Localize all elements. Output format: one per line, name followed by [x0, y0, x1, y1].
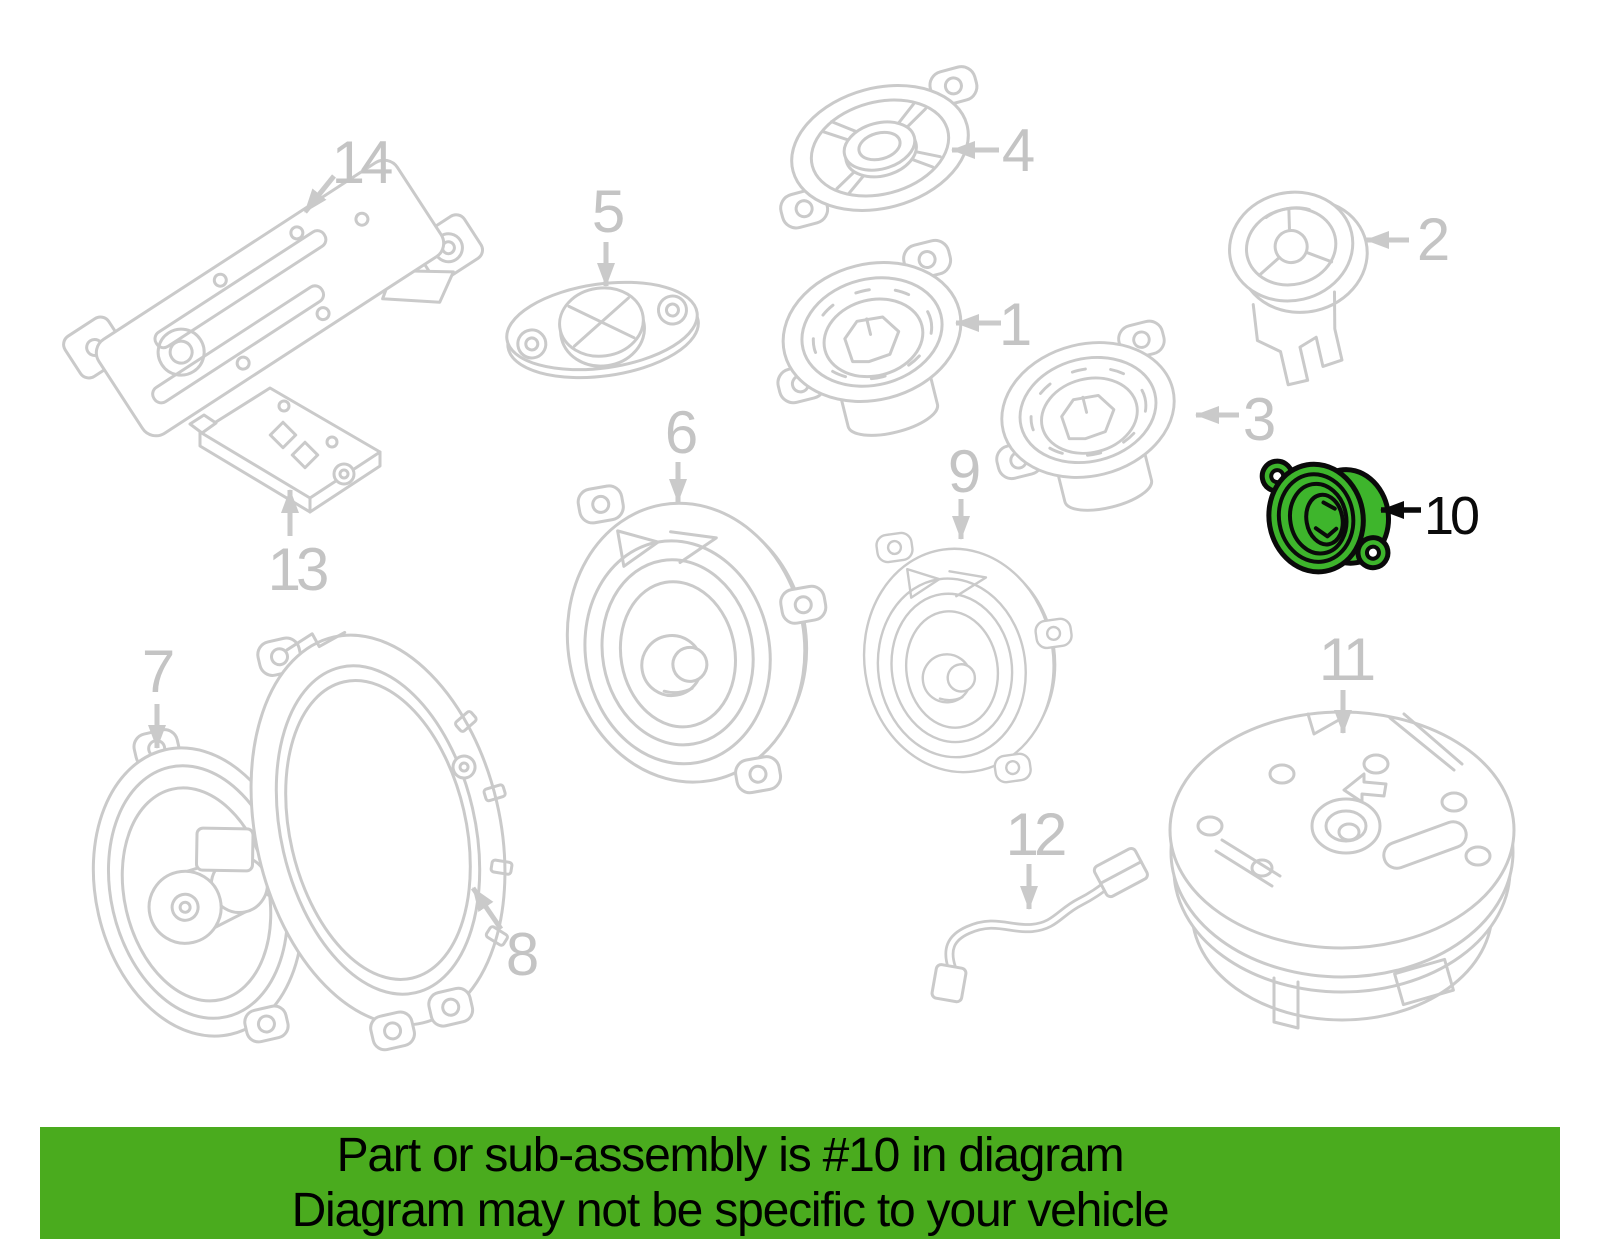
- part-14-arrow: [303, 174, 336, 214]
- part-14-amplifier-bracket: [62, 158, 485, 438]
- part-8-speaker-bracket: [249, 630, 514, 1052]
- part-label-5: 5: [592, 178, 623, 245]
- part-label-4: 4: [1002, 117, 1034, 184]
- part-label-2: 2: [1417, 206, 1448, 273]
- part-label-9: 9: [948, 438, 979, 505]
- part-2-tweeter: [1228, 190, 1369, 387]
- highlight-banner: Part or sub-assembly is #10 in diagram D…: [40, 1127, 1560, 1239]
- part-7-rear-speaker: [91, 728, 306, 1044]
- part-label-6: 6: [665, 399, 696, 466]
- part-4-speaker-grille: [779, 65, 979, 230]
- part-label-13: 13: [268, 536, 327, 603]
- part-label-10-highlighted: 10: [1424, 486, 1478, 546]
- banner-line-2: Diagram may not be specific to your vehi…: [291, 1184, 1170, 1237]
- part-label-8: 8: [506, 921, 537, 988]
- banner-line-1: Part or sub-assembly is #10 in diagram: [336, 1129, 1125, 1182]
- part-label-3: 3: [1243, 386, 1274, 453]
- part-label-7: 7: [142, 638, 173, 705]
- part-label-14: 14: [332, 129, 392, 196]
- part-label-12: 12: [1006, 801, 1065, 868]
- part-6-front-door-speaker: [539, 450, 857, 822]
- part-8-arrow: [470, 886, 504, 931]
- part-9-rear-door-speaker: [845, 510, 1092, 801]
- part-1-speaker: [751, 235, 990, 459]
- part-12-wiring-pigtail: [930, 846, 1149, 1004]
- part-label-11: 11: [1319, 626, 1374, 693]
- leader-arrows: [148, 141, 1421, 931]
- part-label-1: 1: [999, 291, 1030, 358]
- part-5-tweeter-mount: [505, 280, 700, 380]
- part-13-amplifier: [188, 386, 382, 514]
- part-10-center-speaker-highlighted: [1259, 458, 1392, 575]
- part-11-subwoofer: [1168, 710, 1516, 1030]
